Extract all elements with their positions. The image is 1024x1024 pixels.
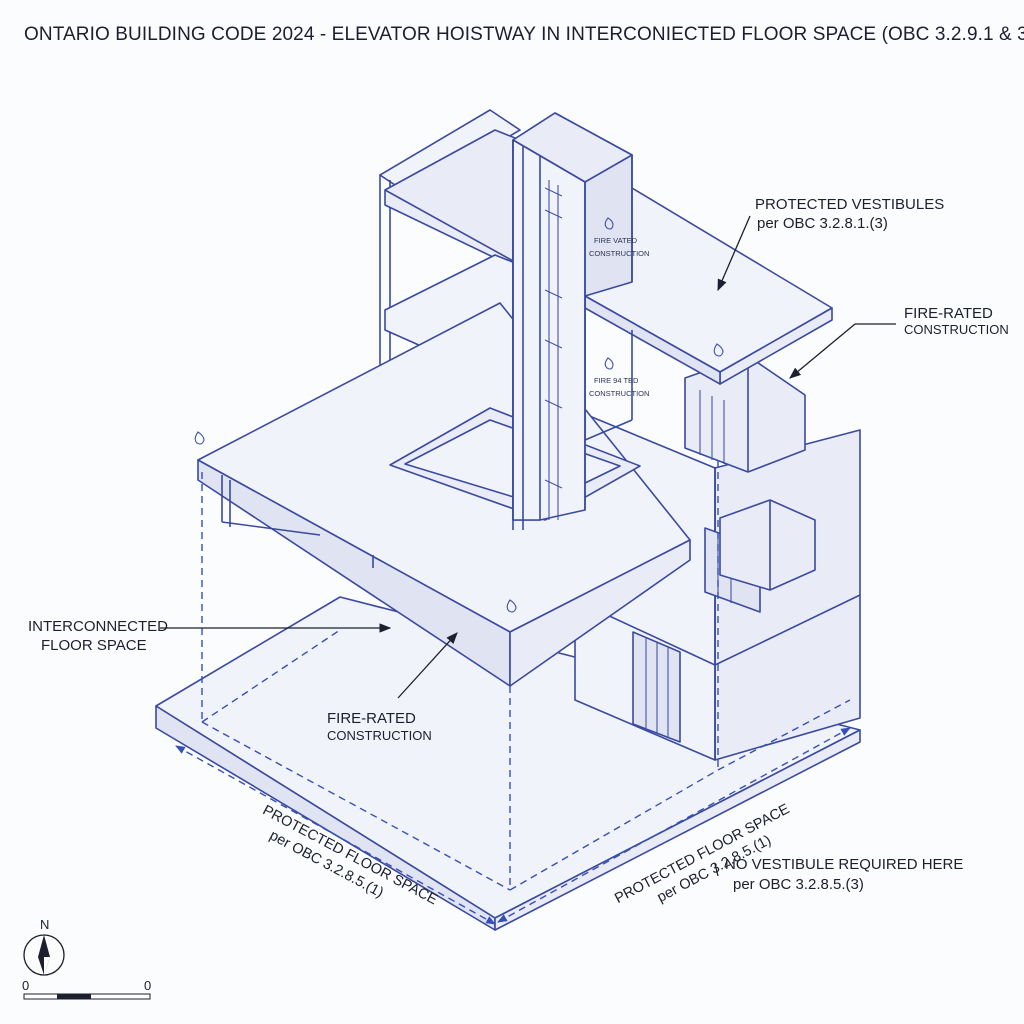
- label-fire-rated-lower: FIRE-RATED CONSTRUCTION: [327, 632, 458, 743]
- elevator-hoistway: [512, 112, 633, 530]
- svg-text:FLOOR SPACE: FLOOR SPACE: [41, 637, 147, 654]
- label-no-vestibule-required: NO VESTIBULE REQUIRED HERE per OBC 3.2.8…: [714, 856, 963, 893]
- dimension-arrows: [175, 727, 851, 925]
- shaft-mark-lower: FIRE 94 TED CONSTRUCTION: [589, 357, 649, 398]
- svg-text:per OBC 3.2.8.1.(3): per OBC 3.2.8.1.(3): [757, 215, 888, 232]
- sprinkler-icon: [506, 599, 517, 613]
- svg-text:N: N: [40, 917, 49, 932]
- svg-text:FIRE-RATED: FIRE-RATED: [904, 305, 993, 322]
- shaft-mark-upper: FIRE VATED CONSTRUCTION: [589, 217, 649, 258]
- svg-text:0: 0: [144, 978, 151, 993]
- sprinkler-icons: [194, 343, 724, 613]
- svg-text:CONSTRUCTION: CONSTRUCTION: [327, 728, 432, 743]
- sprinkler-icon: [194, 431, 205, 445]
- diagram-title: ONTARIO BUILDING CODE 2024 - ELEVATOR HO…: [24, 24, 1024, 45]
- label-protected-vestibules: PROTECTED VESTIBULES per OBC 3.2.8.1.(3): [717, 196, 944, 292]
- north-arrow: N: [23, 917, 65, 976]
- svg-text:CONSTRUCTION: CONSTRUCTION: [904, 322, 1009, 337]
- svg-text:FIRE VATED: FIRE VATED: [594, 236, 638, 245]
- sprinkler-icon: [713, 343, 724, 357]
- svg-text:INTERCONNECTED: INTERCONNECTED: [28, 618, 168, 635]
- label-interconnected-floor-space: INTERCONNECTED FLOOR SPACE: [28, 618, 392, 654]
- svg-text:0: 0: [22, 978, 29, 993]
- svg-text:CONSTRUCTION: CONSTRUCTION: [589, 249, 649, 258]
- svg-text:FIRE 94 TED: FIRE 94 TED: [594, 376, 639, 385]
- scale-bar: 0 0: [22, 978, 151, 1000]
- svg-text:CONSTRUCTION: CONSTRUCTION: [589, 389, 649, 398]
- lower-elevator-door: [632, 631, 681, 743]
- svg-text:FIRE-RATED: FIRE-RATED: [327, 710, 416, 727]
- svg-text:PROTECTED VESTIBULES: PROTECTED VESTIBULES: [755, 196, 944, 213]
- upper-right-slab: [584, 187, 833, 385]
- label-fire-rated-upper: FIRE-RATED CONSTRUCTION: [789, 305, 1009, 379]
- middle-elevator-door: [704, 499, 816, 613]
- svg-text:per OBC 3.2.8.5.(3): per OBC 3.2.8.5.(3): [733, 876, 864, 893]
- svg-text:NO VESTIBULE REQUIRED HERE: NO VESTIBULE REQUIRED HERE: [725, 856, 963, 873]
